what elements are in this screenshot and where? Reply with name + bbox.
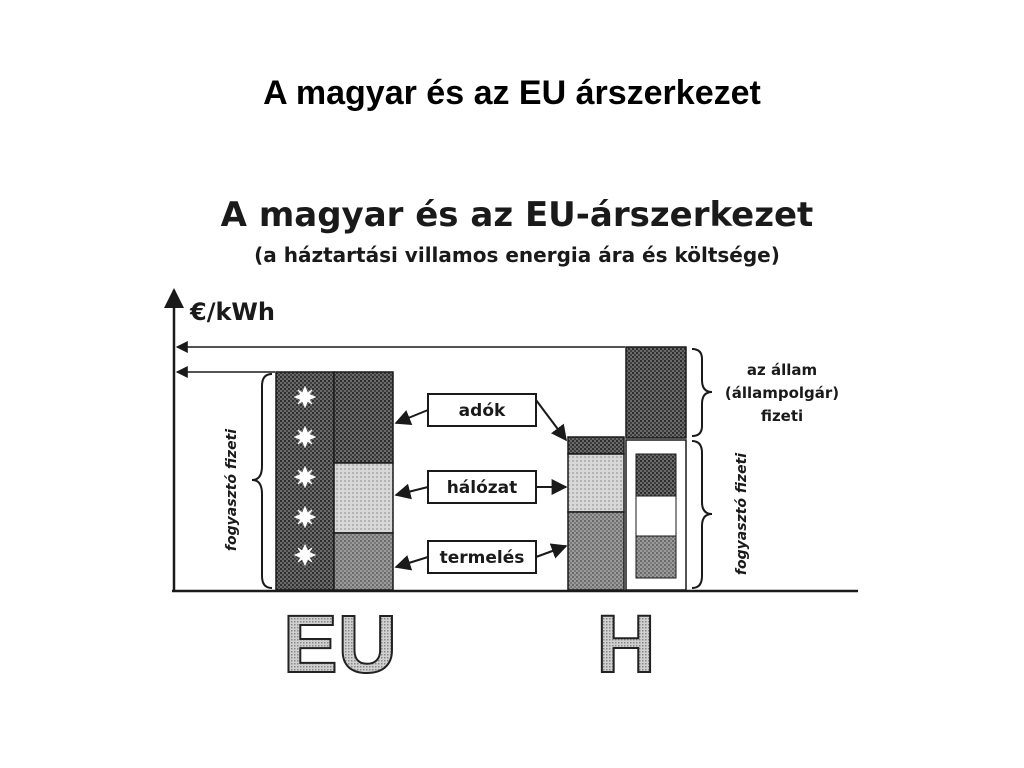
hu-inner-gap: [635, 495, 677, 537]
star-icon: [293, 385, 317, 409]
hu-inner-adok: [635, 453, 677, 497]
diagram-title: A magyar és az EU-árszerkezet: [221, 195, 814, 235]
eu-segment-halozat: [333, 462, 394, 534]
hu-segment-adok: [567, 436, 625, 455]
consumer-pays-left: fogyasztó fizeti: [224, 429, 240, 551]
label-adok: adók: [427, 393, 537, 427]
consumer-pays-right: fogyasztó fizeti: [734, 453, 750, 575]
y-axis-unit: €/kWh: [189, 298, 275, 326]
bar-label-eu: EU: [283, 599, 397, 690]
state-pays-line2: (állampolgár): [725, 384, 839, 402]
state-pays-line1: az állam: [747, 361, 817, 379]
bar-label-hu: H: [596, 599, 655, 690]
hu-segment-termeles: [567, 511, 625, 591]
diagram-subtitle: (a háztartási villamos energia ára és kö…: [254, 243, 780, 267]
label-halozat-text: hálózat: [447, 478, 518, 498]
arrow-termeles-hu: [535, 543, 568, 559]
brace-hu-consumer: [691, 440, 713, 589]
hu-bar: [567, 346, 687, 591]
label-termeles: termelés: [427, 540, 537, 574]
label-halozat: hálózat: [427, 470, 537, 504]
label-termeles-text: termelés: [440, 548, 525, 568]
hu-state-segment: [625, 346, 687, 439]
eu-segment-termeles: [333, 532, 394, 591]
arrow-adok-hu: [535, 399, 567, 442]
arrow-adok-eu: [394, 409, 429, 425]
hu-segment-halozat: [567, 453, 625, 513]
eu-segment-adok: [333, 371, 394, 464]
arrow-halozat-eu: [394, 483, 429, 500]
hu-inner-termeles: [635, 535, 677, 579]
star-icon: [293, 543, 317, 567]
arrow-termeles-eu: [394, 555, 429, 571]
label-adok-text: adók: [459, 401, 506, 421]
eu-star-icons: [293, 385, 317, 567]
star-icon: [293, 425, 317, 449]
state-pays-line3: fizeti: [761, 407, 803, 425]
star-icon: [293, 465, 317, 489]
eu-bar: [275, 371, 394, 591]
slide-title: A magyar és az EU árszerkezet: [263, 74, 761, 112]
star-icon: [293, 505, 317, 529]
brace-hu-state: [691, 348, 713, 437]
brace-eu-consumer: [251, 373, 273, 589]
